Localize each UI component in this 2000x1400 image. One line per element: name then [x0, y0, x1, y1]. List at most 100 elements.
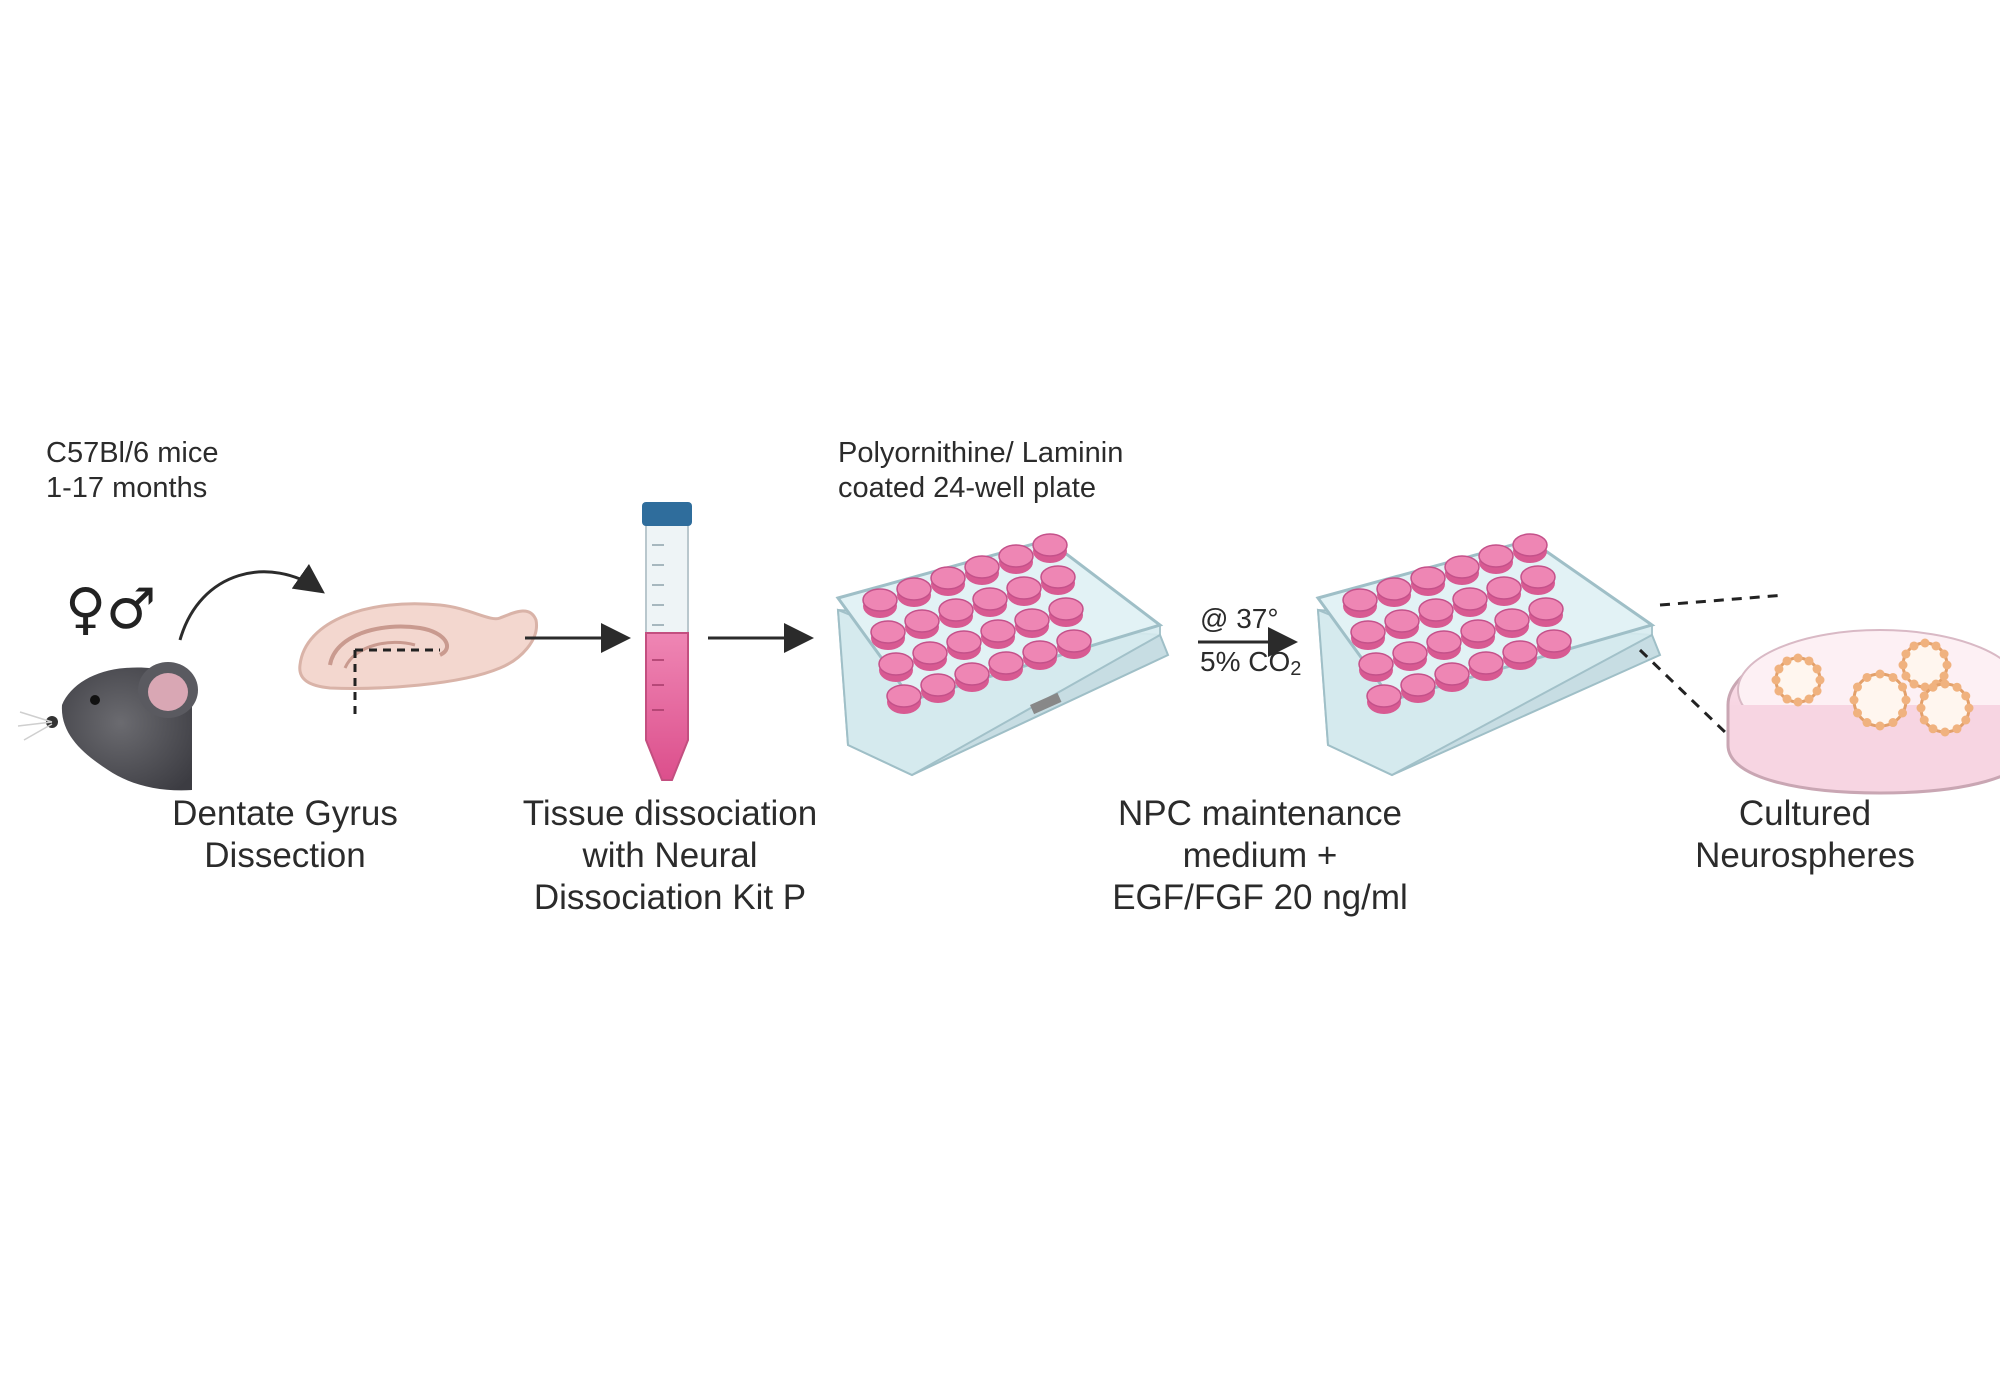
well-top — [1410, 566, 1446, 590]
neurosphere-cell — [1961, 691, 1971, 701]
neurosphere — [1901, 641, 1949, 689]
well-top — [1014, 608, 1050, 632]
neurosphere-cell — [1961, 715, 1971, 725]
well-top — [954, 662, 990, 686]
neurosphere-cell — [1812, 664, 1822, 674]
neurosphere-cell — [1774, 686, 1784, 696]
well-top — [1032, 533, 1068, 557]
well-top — [1520, 565, 1556, 589]
well-top — [1400, 673, 1436, 697]
neurosphere — [1919, 682, 1971, 734]
well-top — [1434, 662, 1470, 686]
neurosphere-cell — [1804, 656, 1814, 666]
well-top — [988, 651, 1024, 675]
step-1-line1: Dentate Gyrus — [172, 794, 398, 833]
well-top — [904, 609, 940, 633]
neurosphere-cell — [1928, 682, 1938, 692]
well-top — [1536, 629, 1572, 653]
neurosphere-cell — [1852, 682, 1862, 692]
neurosphere-cell — [1909, 679, 1919, 689]
well-top — [886, 684, 922, 708]
neurosphere-cell — [1898, 708, 1908, 718]
incubation-label: @ 37° 5% CO2 — [1200, 597, 1301, 685]
well-top — [1426, 630, 1462, 654]
step-2-line2: with Neural — [582, 836, 758, 875]
mouse-age: 1-17 months — [46, 471, 208, 504]
neurosphere-cell — [1852, 708, 1862, 718]
mouse-label: C57Bl/6 mice 1-17 months — [46, 436, 218, 506]
mouse-strain: C57Bl/6 mice — [46, 437, 219, 469]
zoom-line-bottom — [1638, 648, 1730, 737]
well-top — [1512, 533, 1548, 557]
co2-subscript: 2 — [1290, 658, 1302, 681]
neurosphere-cell — [1771, 675, 1781, 685]
neurosphere-cell — [1952, 724, 1962, 734]
neurosphere-cell — [1875, 721, 1885, 731]
well-top — [1444, 555, 1480, 579]
mouse-icon — [17, 662, 198, 791]
neurosphere-cell — [1901, 695, 1911, 705]
neurosphere-cell — [1782, 694, 1792, 704]
well-top — [920, 673, 956, 697]
well-top — [862, 588, 898, 612]
neurosphere-cell — [1952, 682, 1962, 692]
neurosphere-cell — [1920, 682, 1930, 692]
well-top — [896, 577, 932, 601]
well-top — [1342, 588, 1378, 612]
step-1-line2: Dissection — [204, 836, 366, 875]
neurosphere-cell — [1862, 718, 1872, 728]
well-top — [964, 555, 1000, 579]
neurosphere-cell — [1804, 694, 1814, 704]
neurosphere-cell — [1898, 682, 1908, 692]
well-top — [1486, 576, 1522, 600]
plate-label-line1: Polyornithine/ Laminin — [838, 437, 1124, 469]
neurosphere-cell — [1849, 695, 1859, 705]
hippocampus-icon — [298, 602, 538, 718]
well-top — [1392, 641, 1428, 665]
well-top — [1056, 629, 1092, 653]
well-top — [1022, 640, 1058, 664]
neurosphere-cell — [1888, 718, 1898, 728]
neurosphere-cell — [1862, 672, 1872, 682]
step-2-line3: Dissociation Kit P — [533, 878, 807, 917]
well-top — [870, 620, 906, 644]
well-top — [1006, 576, 1042, 600]
neurosphere-cell — [1939, 649, 1949, 659]
well-top — [1494, 608, 1530, 632]
step-3-label: NPC maintenance medium + EGF/FGF 20 ng/m… — [1095, 793, 1425, 919]
zoom-line-top — [1659, 593, 1786, 607]
neurosphere-cell — [1940, 727, 1950, 737]
neurosphere-cell — [1909, 641, 1919, 651]
step-3-line3: EGF/FGF 20 ng/ml — [1112, 878, 1408, 917]
incubation-co2: 5% CO2 — [1200, 646, 1302, 681]
well-top — [1478, 544, 1514, 568]
step-4-line1: Cultured — [1738, 794, 1872, 833]
neurosphere — [1852, 672, 1908, 728]
well-top — [1376, 577, 1412, 601]
neurosphere-cell — [1940, 679, 1950, 689]
well-top — [1384, 609, 1420, 633]
well-top — [998, 544, 1034, 568]
neurosphere-cell — [1920, 638, 1930, 648]
well-plate-icon — [835, 533, 1170, 777]
step-2-label: Tissue dissociation with Neural Dissocia… — [505, 793, 835, 919]
step-3-line2: medium + — [1182, 836, 1338, 875]
well-top — [878, 652, 914, 676]
well-top — [1502, 640, 1538, 664]
well-top — [930, 566, 966, 590]
well-top — [1350, 620, 1386, 644]
neurosphere-cell — [1919, 715, 1929, 725]
step-3-line1: NPC maintenance — [1117, 794, 1403, 833]
well-top — [1452, 587, 1488, 611]
step-4-line2: Neurospheres — [1695, 836, 1915, 875]
incubation-temp: @ 37° — [1200, 603, 1279, 634]
well-top — [1048, 597, 1084, 621]
falcon-tube-icon — [642, 502, 692, 781]
neurosphere-cell — [1964, 703, 1974, 713]
neurosphere-cell — [1793, 653, 1803, 663]
well-top — [938, 598, 974, 622]
neurosphere-cell — [1931, 641, 1941, 651]
plate-label: Polyornithine/ Laminin coated 24-well pl… — [838, 436, 1123, 506]
well-top — [1468, 651, 1504, 675]
